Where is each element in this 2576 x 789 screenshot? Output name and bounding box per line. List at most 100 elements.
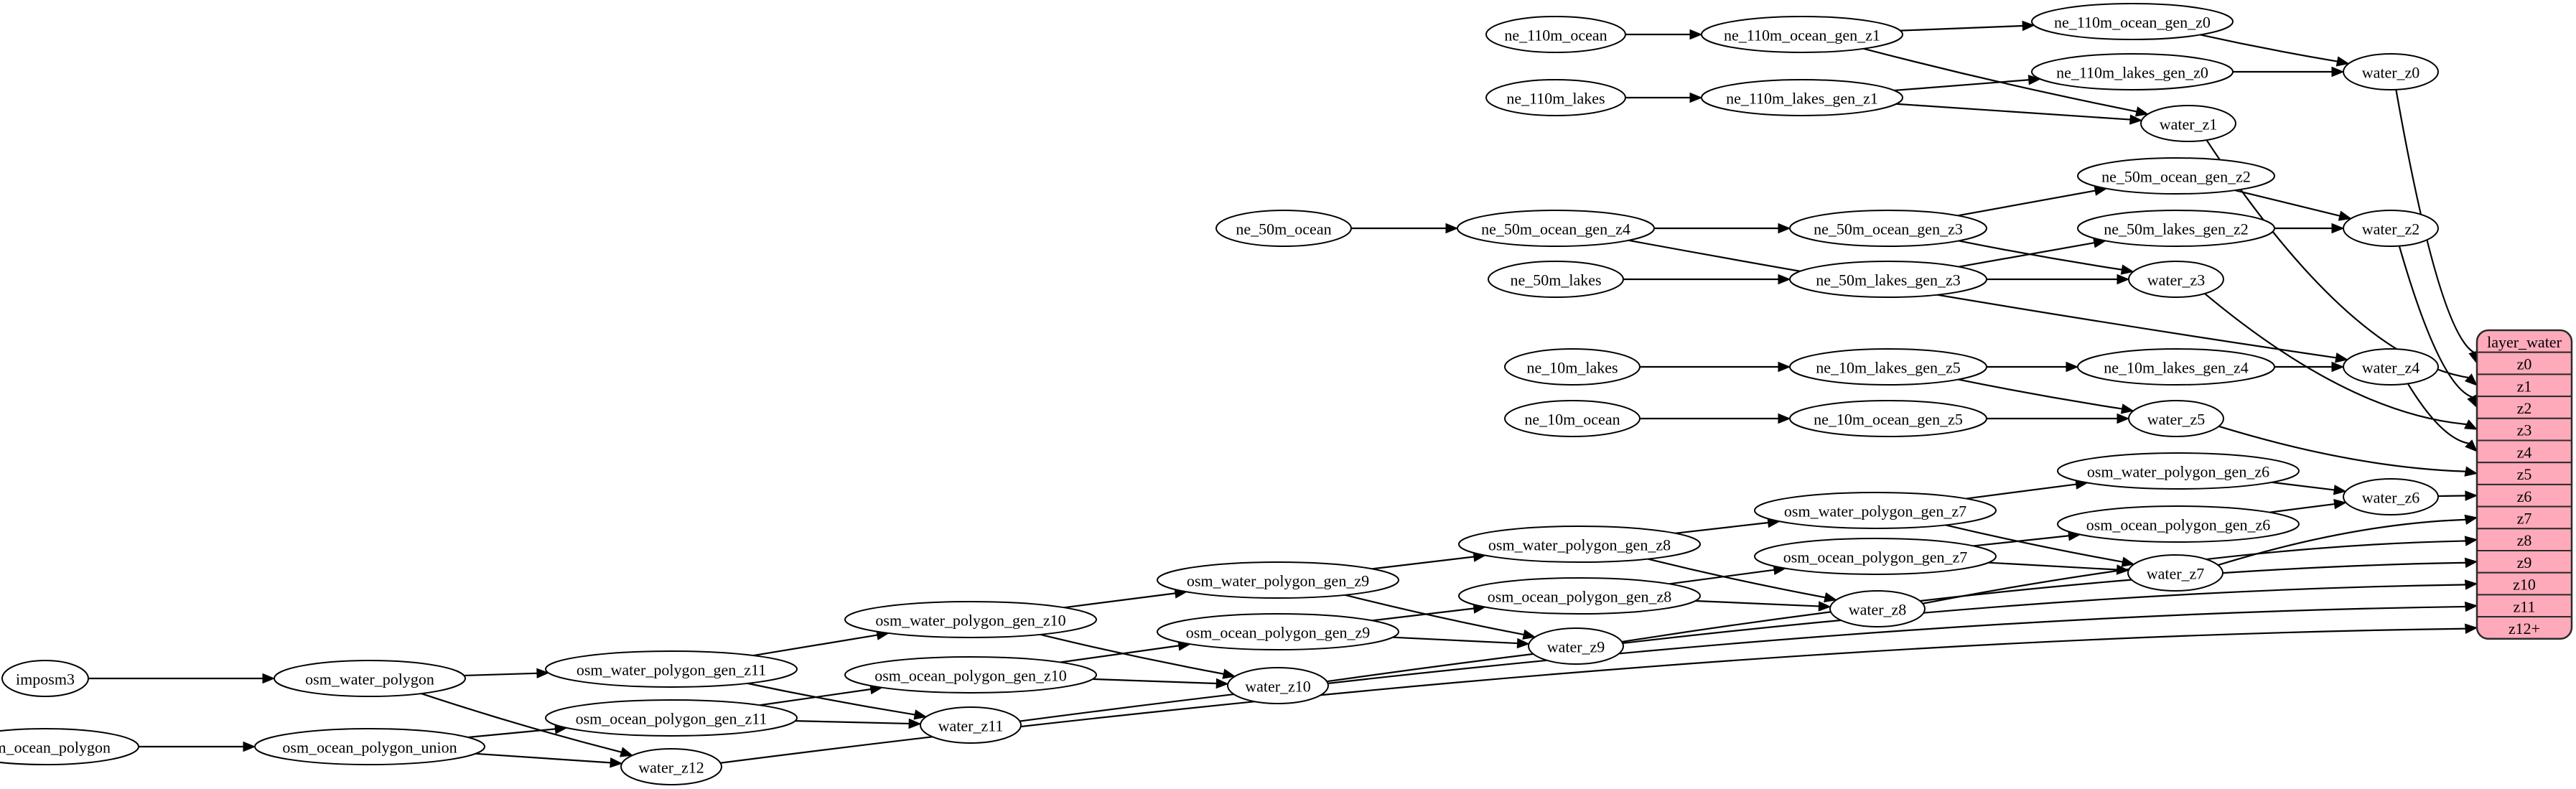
arrowhead-ne_50m_ocean_gen_z4-to-ne_50m_ocean_gen_z3 xyxy=(1778,223,1791,234)
layer-table-row-z2[interactable] xyxy=(2477,396,2572,419)
arrowhead-water_z7-to-layer_water.z7 xyxy=(2464,514,2478,526)
layer-table-row-z6[interactable] xyxy=(2477,483,2572,508)
node-label: water_z11 xyxy=(938,717,1004,735)
graph-node-osm_ocean_polygon_union[interactable]: osm_ocean_polygon_union xyxy=(254,728,485,765)
arrowhead-osm_ocean_polygon_gen_z9-to-water_z9 xyxy=(1516,638,1530,649)
edge-osm_water_polygon_gen_z9-to-water_z9 xyxy=(1345,594,1524,635)
node-label: water_z10 xyxy=(1245,678,1311,696)
layer-table-row-label: z12+ xyxy=(2509,620,2540,638)
node-label: ne_10m_ocean xyxy=(1524,411,1620,429)
node-label: osm_water_polygon_gen_z10 xyxy=(875,612,1065,630)
graph-node-ne_10m_lakes_gen_z5[interactable]: ne_10m_lakes_gen_z5 xyxy=(1789,348,1987,386)
node-label: ne_50m_ocean_gen_z3 xyxy=(1814,220,1963,238)
graph-node-water_z8[interactable]: water_z8 xyxy=(1829,590,1926,627)
graph-node-ne_110m_ocean_gen_z0[interactable]: ne_110m_ocean_gen_z0 xyxy=(2031,3,2234,40)
arrowhead-ne_50m_ocean-to-ne_50m_ocean_gen_z4 xyxy=(1445,223,1459,234)
node-label: ne_10m_lakes_gen_z4 xyxy=(2104,359,2249,377)
arrowhead-osm_ocean_polygon_gen_z8-to-water_z8 xyxy=(1818,601,1831,612)
graph-node-osm_water_polygon_gen_z9[interactable]: osm_water_polygon_gen_z9 xyxy=(1157,561,1399,599)
graph-node-imposm3[interactable]: imposm3 xyxy=(1,660,89,697)
graph-node-ne_10m_lakes_gen_z4[interactable]: ne_10m_lakes_gen_z4 xyxy=(2077,348,2275,386)
layer-table-row-label: z7 xyxy=(2517,509,2532,527)
graph-node-ne_10m_ocean[interactable]: ne_10m_ocean xyxy=(1504,400,1641,437)
graph-node-ne_50m_lakes_gen_z3[interactable]: ne_50m_lakes_gen_z3 xyxy=(1789,261,1987,298)
arrowhead-water_z4-to-layer_water.z4 xyxy=(2465,439,2478,452)
graph-node-water_z11[interactable]: water_z11 xyxy=(920,706,1022,744)
node-label: imposm3 xyxy=(16,671,75,688)
node-label: ne_10m_lakes xyxy=(1526,359,1618,377)
layer-table-row-z11[interactable] xyxy=(2477,594,2572,618)
graph-node-water_z9[interactable]: water_z9 xyxy=(1528,627,1624,665)
graph-node-ne_50m_ocean_gen_z4[interactable]: ne_50m_ocean_gen_z4 xyxy=(1457,210,1655,247)
graph-node-ne_110m_lakes_gen_z0[interactable]: ne_110m_lakes_gen_z0 xyxy=(2031,53,2234,90)
graph-node-osm_water_polygon_gen_z11[interactable]: osm_water_polygon_gen_z11 xyxy=(545,650,798,688)
node-label: ne_50m_lakes_gen_z3 xyxy=(1816,271,1961,289)
node-shape xyxy=(1457,210,1655,247)
graph-node-ne_10m_ocean_gen_z5[interactable]: ne_10m_ocean_gen_z5 xyxy=(1789,400,1987,437)
layer-table-row-label: z3 xyxy=(2517,421,2532,439)
graph-node-ne_110m_ocean_gen_z1[interactable]: ne_110m_ocean_gen_z1 xyxy=(1701,16,1903,53)
graph-node-ne_50m_ocean_gen_z3[interactable]: ne_50m_ocean_gen_z3 xyxy=(1789,210,1987,247)
graph-node-ne_50m_ocean[interactable]: ne_50m_ocean xyxy=(1215,210,1352,247)
node-shape xyxy=(1829,590,1926,627)
node-label: ne_110m_ocean xyxy=(1504,27,1607,45)
graph-node-water_z7[interactable]: water_z7 xyxy=(2127,554,2223,592)
graph-node-osm_ocean_polygon_gen_z11[interactable]: osm_ocean_polygon_gen_z11 xyxy=(545,699,798,737)
graph-node-osm_ocean_polygon_gen_z8[interactable]: osm_ocean_polygon_gen_z8 xyxy=(1458,577,1701,615)
graph-node-water_z10[interactable]: water_z10 xyxy=(1227,667,1329,704)
node-shape xyxy=(1,660,89,697)
arrowhead-ne_110m_ocean-to-ne_110m_ocean_gen_z1 xyxy=(1689,29,1703,40)
graph-node-water_z1[interactable]: water_z1 xyxy=(2140,105,2236,142)
graph-node-ne_110m_lakes_gen_z1[interactable]: ne_110m_lakes_gen_z1 xyxy=(1701,79,1903,116)
graph-node-osm_water_polygon[interactable]: osm_water_polygon xyxy=(274,660,466,697)
layer-table-row-label: z9 xyxy=(2517,554,2532,571)
graph-node-osm_water_polygon_gen_z10[interactable]: osm_water_polygon_gen_z10 xyxy=(844,601,1097,638)
node-shape xyxy=(2343,210,2439,247)
layer-table-row-z9[interactable] xyxy=(2477,550,2572,574)
arrowhead-water_z3-to-layer_water.z3 xyxy=(2464,419,2478,430)
arrowhead-osm_ocean_polygon-to-osm_ocean_polygon_union xyxy=(243,741,256,752)
node-label: ne_10m_ocean_gen_z5 xyxy=(1814,411,1963,429)
graph-node-ne_110m_ocean[interactable]: ne_110m_ocean xyxy=(1485,16,1626,53)
graph-node-osm_ocean_polygon_gen_z6[interactable]: osm_ocean_polygon_gen_z6 xyxy=(2057,505,2300,543)
edge-water_z5-to-layer_water.z5 xyxy=(2218,425,2466,472)
node-label: water_z8 xyxy=(1849,601,1907,619)
graph-node-osm_water_polygon_gen_z6[interactable]: osm_water_polygon_gen_z6 xyxy=(2057,452,2300,490)
node-shape xyxy=(2127,554,2223,592)
graph-node-osm_ocean_polygon_gen_z9[interactable]: osm_ocean_polygon_gen_z9 xyxy=(1157,613,1399,650)
graph-node-water_z6[interactable]: water_z6 xyxy=(2343,478,2439,515)
edge-osm_water_polygon_gen_z7-to-water_z7 xyxy=(1945,524,2123,563)
graph-node-ne_50m_lakes[interactable]: ne_50m_lakes xyxy=(1488,261,1624,298)
graph-node-water_z12[interactable]: water_z12 xyxy=(620,748,722,785)
graph-node-osm_ocean_polygon_gen_z7[interactable]: osm_ocean_polygon_gen_z7 xyxy=(1754,538,1997,575)
edge-water_z0-to-layer_water.z0 xyxy=(2395,89,2475,353)
node-shape xyxy=(1789,348,1987,386)
graph-node-water_z3[interactable]: water_z3 xyxy=(2128,261,2224,298)
layer-water-table: layer_waterz0z1z2z3z4z5z6z7z8z9z10z11z12… xyxy=(2475,329,2573,640)
graph-node-osm_water_polygon_gen_z8[interactable]: osm_water_polygon_gen_z8 xyxy=(1458,526,1701,563)
graph-node-ne_50m_lakes_gen_z2[interactable]: ne_50m_lakes_gen_z2 xyxy=(2077,210,2275,247)
node-label: ne_110m_ocean_gen_z0 xyxy=(2054,14,2211,32)
layer-table-row-z5[interactable] xyxy=(2477,462,2572,485)
edge-layer xyxy=(88,20,2479,768)
layer-table-row-z3[interactable] xyxy=(2477,417,2572,442)
graph-node-osm_water_polygon_gen_z7[interactable]: osm_water_polygon_gen_z7 xyxy=(1754,492,1997,529)
node-label: osm_ocean_polygon_gen_z9 xyxy=(1186,624,1371,642)
graph-node-water_z2[interactable]: water_z2 xyxy=(2343,210,2439,247)
edge-osm_water_polygon_gen_z8-to-water_z8 xyxy=(1647,558,1826,599)
arrowhead-ne_10m_lakes-to-ne_10m_lakes_gen_z5 xyxy=(1778,361,1791,373)
graph-node-water_z4[interactable]: water_z4 xyxy=(2343,348,2439,386)
graph-node-osm_ocean_polygon[interactable]: osm_ocean_polygon xyxy=(0,728,139,765)
node-shape xyxy=(1701,79,1903,116)
graph-node-osm_ocean_polygon_gen_z10[interactable]: osm_ocean_polygon_gen_z10 xyxy=(844,656,1097,694)
edge-osm_water_polygon_gen_z11-to-water_z11 xyxy=(747,682,915,716)
arrowhead-water_z8-to-layer_water.z8 xyxy=(2464,536,2478,546)
arrowhead-water_z9-to-layer_water.z9 xyxy=(2464,557,2478,569)
graph-node-water_z5[interactable]: water_z5 xyxy=(2128,400,2224,437)
graph-node-ne_10m_lakes[interactable]: ne_10m_lakes xyxy=(1504,348,1641,386)
graph-node-water_z0[interactable]: water_z0 xyxy=(2343,53,2439,90)
arrowhead-osm_water_polygon_gen_z8-to-water_z8 xyxy=(1824,592,1838,603)
graph-node-ne_50m_ocean_gen_z2[interactable]: ne_50m_ocean_gen_z2 xyxy=(2077,157,2275,195)
graph-node-ne_110m_lakes[interactable]: ne_110m_lakes xyxy=(1485,79,1626,116)
node-label: water_z1 xyxy=(2160,116,2218,134)
